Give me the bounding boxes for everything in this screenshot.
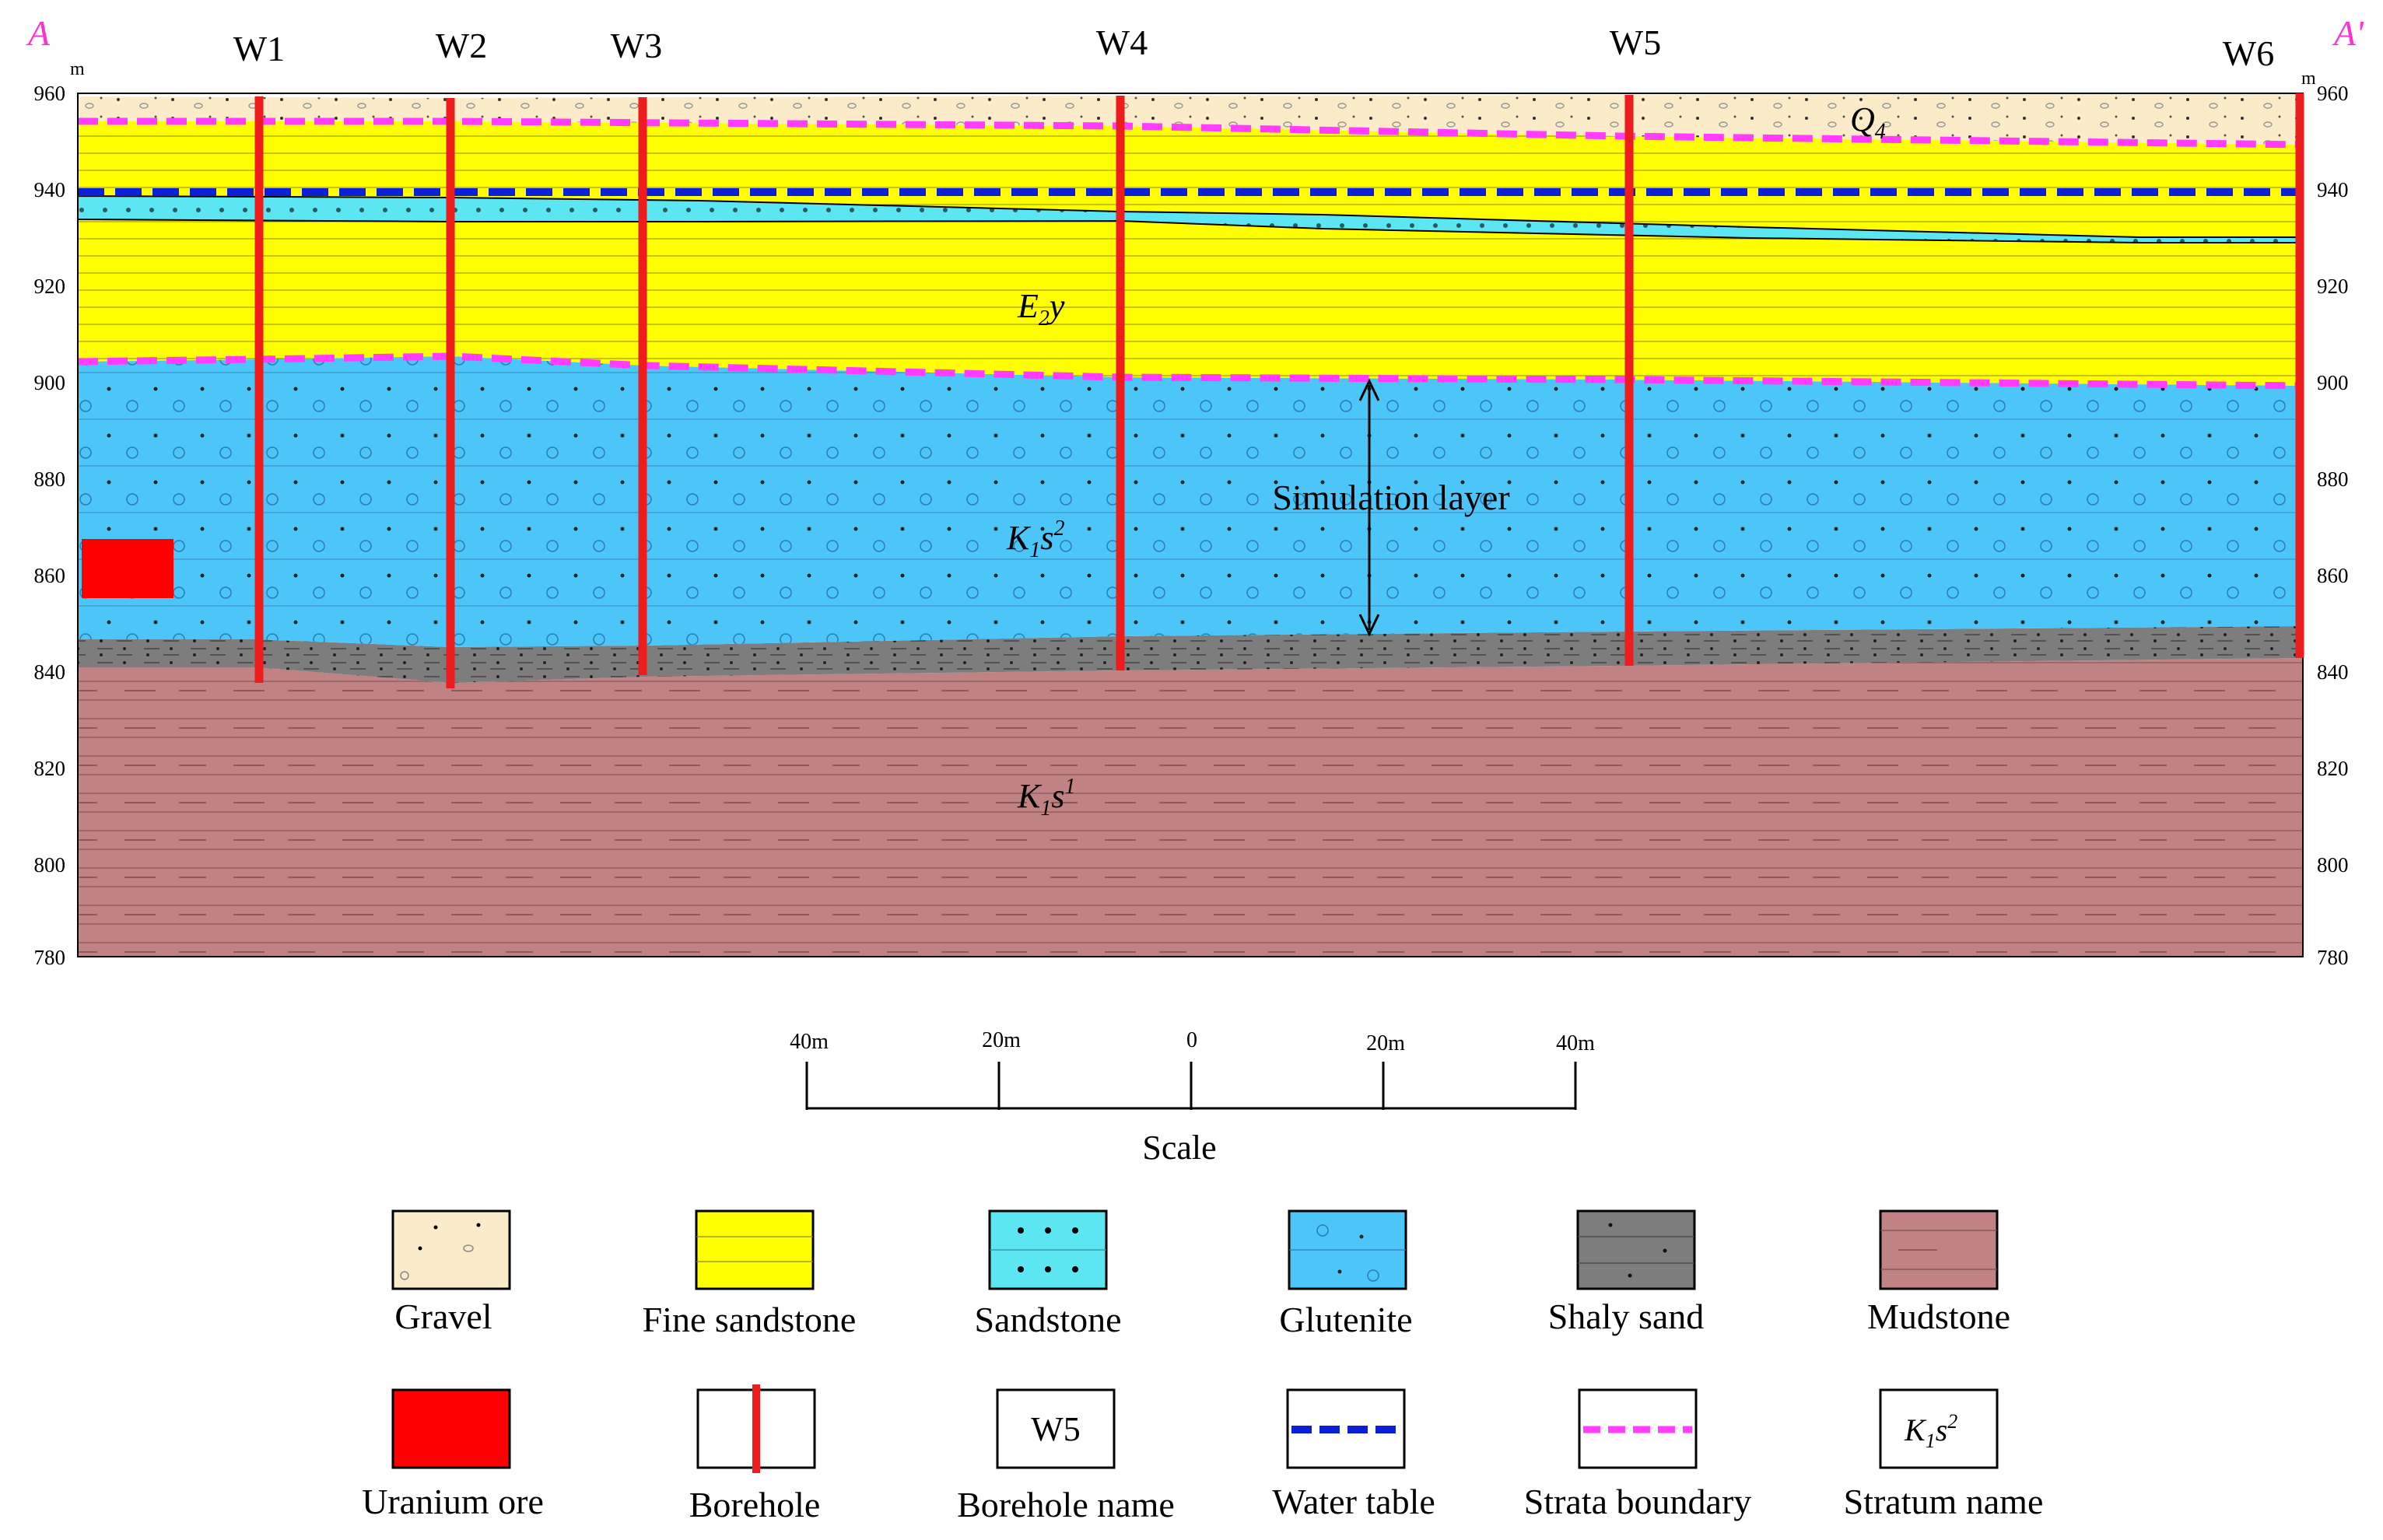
legend-stratum-name-label: Stratum name (1844, 1482, 2044, 1521)
elev-tick-right: 780 (2317, 946, 2349, 969)
borehole-name-w3: W3 (611, 26, 662, 65)
unit-label-right: m (2301, 68, 2316, 89)
legend-glutenite: Glutenite (1279, 1209, 1413, 1339)
elev-tick-right: 940 (2317, 178, 2349, 201)
elev-tick-left: 800 (34, 853, 66, 877)
elev-tick-left: 820 (34, 757, 66, 780)
uranium-ore-body (82, 539, 173, 598)
section-end-label: A' (2332, 13, 2364, 53)
legend-strata-boundary: Strata boundary (1524, 1388, 1752, 1521)
scale-bar: 40m 20m 0 20m 40m Scale (790, 1028, 1595, 1167)
elev-tick-left: 860 (34, 564, 66, 587)
legend-fine-sandstone: Fine sandstone (643, 1209, 857, 1339)
legend-mudstone-label: Mudstone (1867, 1297, 2010, 1336)
elev-tick-left: 840 (34, 660, 66, 684)
elev-tick-right: 820 (2317, 757, 2349, 780)
elevation-axis-left: 960 940 920 900 880 860 840 820 800 780 (34, 82, 66, 969)
elev-tick-left: 900 (34, 371, 66, 394)
borehole-name-w5: W5 (1610, 23, 1661, 62)
legend-shaly-sand-label: Shaly sand (1548, 1297, 1705, 1336)
scale-tick-label: 0 (1186, 1028, 1197, 1052)
legend-borehole-name: W5 Borehole name (957, 1388, 1175, 1524)
elev-tick-right: 920 (2317, 275, 2349, 298)
borehole-lines (254, 93, 2304, 688)
legend-water-table-label: Water table (1272, 1482, 1435, 1521)
simulation-layer-arrow (1358, 378, 1380, 637)
elev-tick-left: 780 (34, 946, 66, 969)
legend-shaly-sand: Shaly sand (1548, 1209, 1705, 1336)
elev-tick-left: 920 (34, 275, 66, 298)
elev-tick-right: 960 (2317, 82, 2349, 105)
legend-borehole-name-sample: W5 (1031, 1410, 1081, 1448)
legend-borehole-name-label: Borehole name (957, 1485, 1175, 1524)
borehole-names: W1 W2 W3 W4 W5 W6 (233, 23, 2274, 73)
borehole-name-w2: W2 (436, 26, 487, 65)
legend-glutenite-label: Glutenite (1279, 1300, 1412, 1339)
elevation-axis-right: 960 940 920 900 880 860 840 820 800 780 (2317, 82, 2349, 969)
legend-uranium-ore: Uranium ore (362, 1388, 544, 1521)
section-start-label: A (26, 13, 51, 53)
borehole-name-w4: W4 (1096, 23, 1148, 62)
scale-tick-label: 20m (982, 1028, 1021, 1052)
legend-sandstone: Sandstone (974, 1209, 1122, 1339)
section-body (77, 93, 2304, 957)
scale-tick-label: 40m (790, 1030, 829, 1054)
elev-tick-right: 860 (2317, 564, 2349, 587)
legend-uranium-ore-label: Uranium ore (362, 1482, 544, 1521)
legend-water-table: Water table (1272, 1388, 1435, 1521)
legend-mudstone: Mudstone (1867, 1209, 2010, 1336)
legend-borehole-label: Borehole (689, 1485, 821, 1524)
legend-strata-boundary-label: Strata boundary (1524, 1482, 1752, 1521)
elev-tick-right: 840 (2317, 660, 2349, 684)
elev-tick-right: 800 (2317, 853, 2349, 877)
scale-tick-label: 20m (1366, 1031, 1405, 1055)
legend-stratum-name: K1s2 Stratum name (1844, 1388, 2044, 1521)
elev-tick-right: 880 (2317, 467, 2349, 491)
legend-stratum-name-sample: K1s2 (1904, 1410, 1957, 1452)
scale-title: Scale (1142, 1129, 1216, 1167)
stratum-name-q4: Q4 (1850, 100, 1886, 144)
elev-tick-left: 880 (34, 467, 66, 491)
elev-tick-left: 940 (34, 178, 66, 201)
simulation-layer-label: Simulation layer (1272, 478, 1509, 517)
stratum-name-k1s1: K1s1 (1017, 775, 1075, 821)
unit-label-left: m (70, 59, 85, 79)
stratum-name-e2y: E2y (1017, 287, 1065, 331)
legend-fine-sandstone-label: Fine sandstone (643, 1300, 857, 1339)
borehole-name-w6: W6 (2223, 33, 2274, 73)
legend: Gravel Fine sandstone Sandstone Glutenit… (362, 1209, 2044, 1524)
borehole-name-w1: W1 (233, 29, 285, 68)
stratum-name-k1s2: K1s2 (1006, 516, 1064, 562)
elev-tick-left: 960 (34, 82, 66, 105)
elev-tick-right: 900 (2317, 371, 2349, 394)
legend-borehole: Borehole (689, 1384, 821, 1524)
scale-tick-label: 40m (1556, 1031, 1595, 1055)
legend-gravel: Gravel (391, 1209, 511, 1336)
legend-gravel-label: Gravel (394, 1297, 492, 1336)
legend-sandstone-label: Sandstone (974, 1300, 1121, 1339)
